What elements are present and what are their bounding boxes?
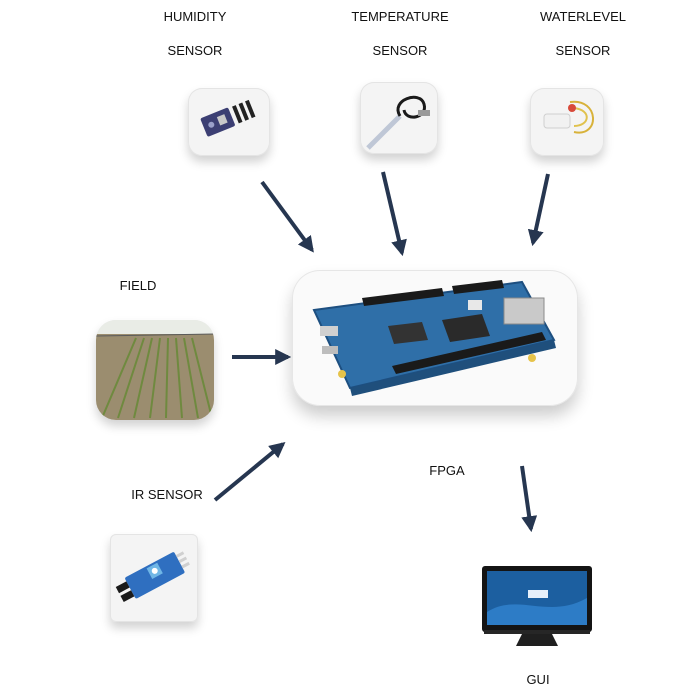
- arrow-ir-to-fpga: [213, 441, 286, 502]
- gui-label: GUI: [526, 672, 550, 687]
- field-image: [96, 320, 214, 420]
- humidity-sensor-image: [188, 88, 270, 156]
- humidity-sensor-label: HUMIDITY SENSOR: [163, 9, 227, 58]
- arrow-waterlevel-to-fpga: [527, 173, 550, 247]
- gui-monitor-image: [478, 562, 596, 650]
- waterlevel-sensor-image: [530, 88, 604, 156]
- temperature-sensor-label: TEMPERATURE SENSOR: [351, 9, 449, 58]
- field-label: FIELD: [119, 278, 157, 293]
- fpga-label: FPGA: [429, 463, 465, 478]
- arrow-temperature-to-fpga: [381, 171, 407, 257]
- arrow-fpga-to-gui: [520, 465, 538, 533]
- waterlevel-sensor-label: WATERLEVEL SENSOR: [540, 9, 626, 58]
- temperature-sensor-image: [360, 82, 438, 154]
- ir-sensor-image: [110, 534, 198, 622]
- ir-sensor-label: IR SENSOR: [131, 487, 203, 502]
- arrow-humidity-to-fpga: [260, 180, 314, 253]
- fpga-board-image: [292, 270, 578, 406]
